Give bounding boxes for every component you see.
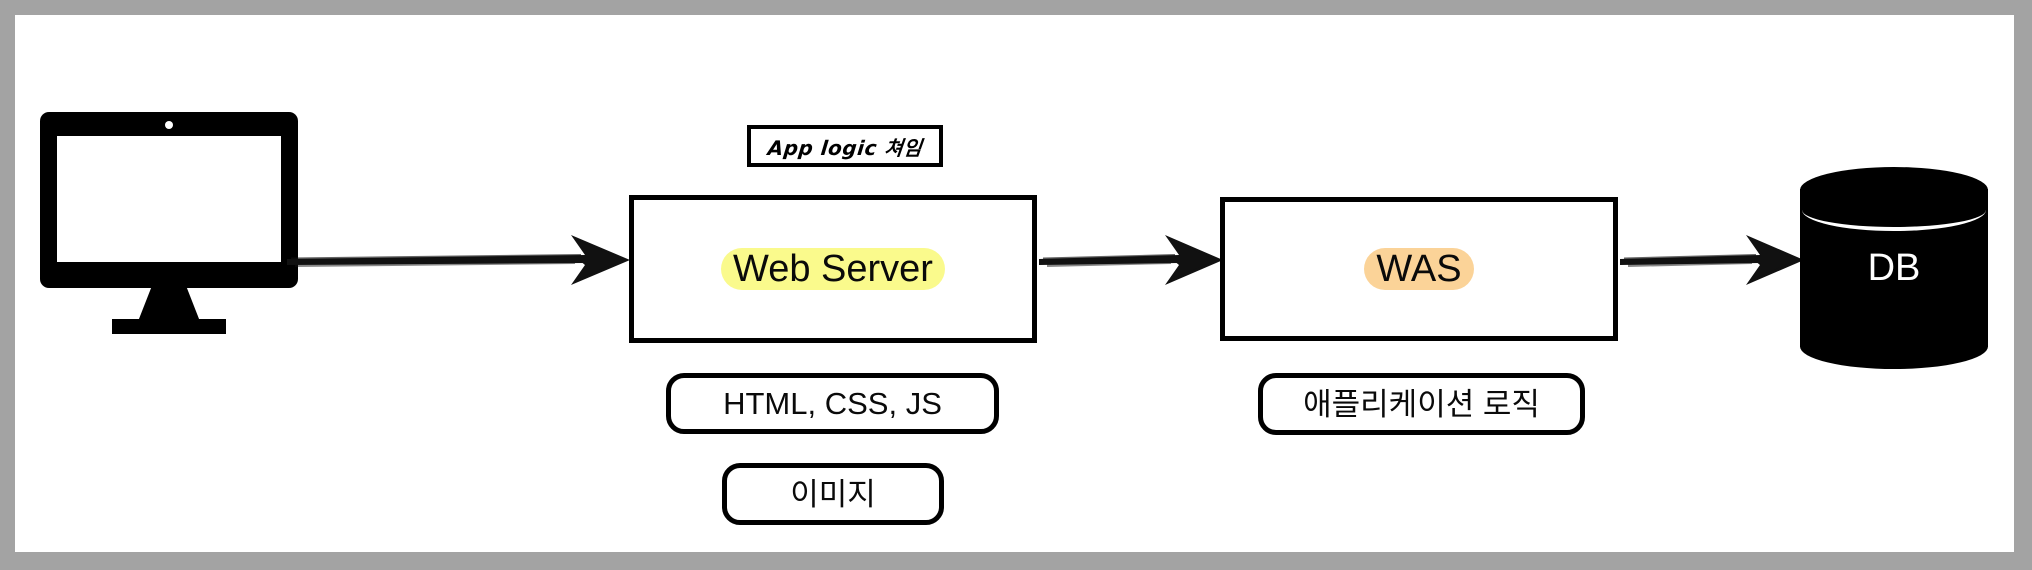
arrow-was-to-db: [1618, 230, 1808, 290]
monitor-bezel-icon: [40, 112, 298, 288]
app-logic-note: App logic 쳐임: [747, 125, 943, 167]
was-node[interactable]: WAS: [1220, 197, 1618, 341]
database-node[interactable]: DB: [1800, 167, 1988, 369]
web-server-label: Web Server: [721, 248, 945, 290]
monitor-screen: [57, 136, 281, 262]
database-cylinder-rim: [1802, 189, 1986, 231]
tag-image: 이미지: [722, 463, 944, 525]
client-monitor-node: [40, 112, 298, 334]
webcam-dot-icon: [165, 121, 173, 129]
was-label: WAS: [1364, 248, 1474, 290]
tag-application-logic-label: 애플리케이션 로직: [1303, 386, 1540, 422]
arrow-web-server-to-was: [1037, 230, 1227, 290]
database-cylinder-bottom: [1800, 324, 1988, 369]
web-server-node[interactable]: Web Server: [629, 195, 1037, 343]
monitor-stand-base: [112, 319, 226, 334]
diagram-inner-surface: Web Server App logic 쳐임 HTML, CSS, JS 이미…: [15, 15, 2014, 552]
tag-html-css-js-label: HTML, CSS, JS: [723, 386, 942, 421]
tag-html-css-js: HTML, CSS, JS: [666, 373, 999, 434]
tag-image-label: 이미지: [790, 476, 876, 512]
app-logic-note-text: App logic 쳐임: [766, 135, 924, 160]
database-label: DB: [1867, 247, 1921, 289]
arrow-client-to-web-server: [285, 230, 635, 290]
tag-application-logic: 애플리케이션 로직: [1258, 373, 1585, 435]
database-label-wrap: DB: [1800, 167, 1988, 369]
